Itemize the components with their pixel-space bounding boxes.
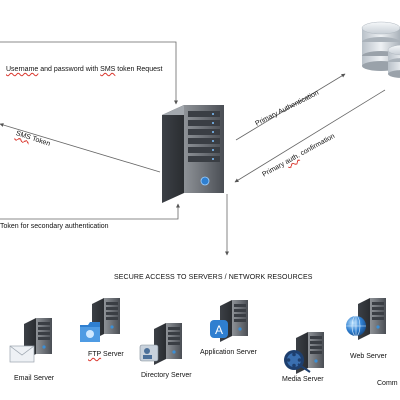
label-secondary-auth: Token for secondary authentication xyxy=(0,223,109,230)
connector-lines xyxy=(0,41,386,256)
arrow-sms-token xyxy=(0,123,161,173)
comm-server-label: Comm xyxy=(377,380,398,387)
directory-server-label: Directory Server xyxy=(141,372,192,379)
label-sms-token-request: Username and password with SMS token Req… xyxy=(6,66,163,73)
svg-text:A: A xyxy=(215,323,223,337)
email-server-label: Email Server xyxy=(14,375,55,382)
arrow-secondary-auth xyxy=(0,203,180,220)
directory-server-icon xyxy=(139,323,182,365)
ftp-server-label: FTP Server xyxy=(88,351,124,358)
arrow-primary-confirm xyxy=(234,89,386,183)
arrow-primary-auth xyxy=(235,73,346,141)
film-reel-icon xyxy=(284,350,311,373)
globe-icon xyxy=(346,315,366,337)
web-server-icon xyxy=(346,298,386,340)
directory-icon xyxy=(139,344,159,362)
section-title: SECURE ACCESS TO SERVERS / NETWORK RESOU… xyxy=(114,274,313,281)
web-server-label: Web Server xyxy=(350,353,387,360)
application-server-label: Application Server xyxy=(200,349,257,356)
ftp-server-icon xyxy=(80,298,120,342)
app-store-icon: A xyxy=(210,320,228,338)
email-server-icon xyxy=(9,318,52,363)
media-server-label: Media Server xyxy=(282,376,324,383)
folder-icon xyxy=(80,322,100,342)
arrow-sms-request xyxy=(0,41,178,105)
media-server-icon xyxy=(284,332,324,374)
application-server-icon: A xyxy=(210,300,248,342)
database-icon xyxy=(361,21,400,78)
envelope-icon xyxy=(9,345,35,363)
auth-server-icon xyxy=(162,105,224,203)
